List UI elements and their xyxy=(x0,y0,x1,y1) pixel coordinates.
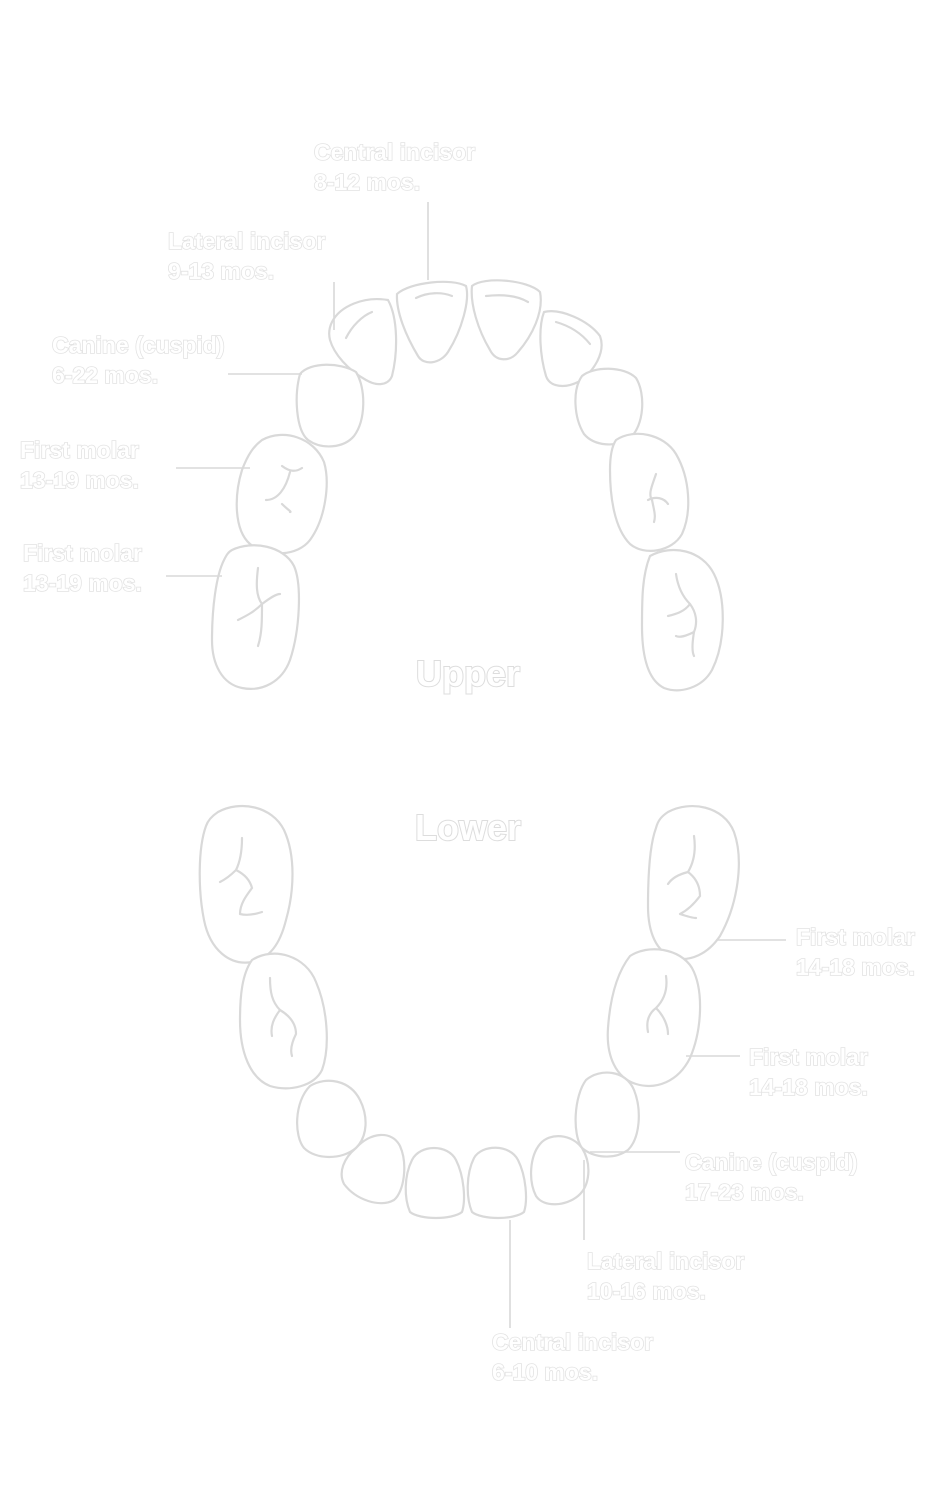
label-upper-canine: Canine (cuspid) 6-22 mos. xyxy=(51,331,225,389)
tooth-name: First molar xyxy=(20,437,139,463)
tooth-name: First molar xyxy=(796,924,915,950)
lower-second-molar-left xyxy=(198,804,294,964)
upper-second-molar-right-groove xyxy=(666,572,698,658)
lower-first-molar-left xyxy=(238,952,328,1090)
upper-lateral-incisor-left xyxy=(328,298,398,386)
lower-second-molar-right-groove xyxy=(666,834,702,920)
upper-second-molar-right xyxy=(640,548,724,692)
tooth-name: Canine (cuspid) xyxy=(52,332,225,358)
tooth-name: Central incisor xyxy=(314,139,475,165)
label-lower-first-molar-1: First molar 14-18 mos. xyxy=(795,923,916,981)
tooth-name: First molar xyxy=(749,1044,868,1070)
label-upper-first-molar-1: First molar 13-19 mos. xyxy=(19,436,140,494)
label-lower-lateral-incisor: Lateral incisor 10-16 mos. xyxy=(586,1247,745,1305)
lower-central-incisor-left xyxy=(404,1146,466,1220)
eruption-age: 13-19 mos. xyxy=(20,467,139,493)
lower-arch xyxy=(198,804,740,1220)
tooth-name: Lateral incisor xyxy=(587,1248,744,1274)
lower-lateral-incisor-right xyxy=(530,1135,590,1206)
lower-second-molar-left-groove xyxy=(218,836,264,916)
upper-central-incisor-left-ridge xyxy=(414,292,454,300)
upper-second-molar-left-groove xyxy=(236,566,282,648)
lower-canine-left xyxy=(296,1079,367,1159)
upper-lateral-incisor-left-ridge xyxy=(344,310,374,340)
lower-second-molar-right xyxy=(646,805,740,961)
eruption-age: 8-12 mos. xyxy=(314,169,420,195)
lower-arch-title: Lower xyxy=(415,807,521,848)
upper-central-incisor-left xyxy=(395,280,469,364)
tooth-name: Central incisor xyxy=(492,1329,653,1355)
leader-lines xyxy=(166,202,786,1328)
upper-lateral-incisor-right-ridge xyxy=(554,320,592,346)
upper-central-incisor-right-ridge xyxy=(484,294,530,304)
label-upper-lateral-incisor: Lateral incisor 9-13 mos. xyxy=(167,227,326,285)
eruption-age: 14-18 mos. xyxy=(749,1074,868,1100)
upper-first-molar-right-groove xyxy=(646,472,670,524)
label-lower-first-molar-2: First molar 14-18 mos. xyxy=(748,1043,869,1101)
eruption-age: 13-19 mos. xyxy=(23,570,142,596)
label-lower-central-incisor: Central incisor 6-10 mos. xyxy=(491,1328,654,1386)
lower-labels: First molar 14-18 mos. First molar 14-18… xyxy=(491,923,916,1386)
lower-canine-right xyxy=(574,1071,640,1158)
label-upper-central-incisor: Central incisor 8-12 mos. xyxy=(313,138,476,196)
lower-first-molar-right xyxy=(606,948,702,1088)
label-lower-canine: Canine (cuspid) 17-23 mos. xyxy=(684,1148,858,1206)
upper-first-molar-right xyxy=(608,432,690,552)
lower-central-incisor-right xyxy=(466,1146,528,1220)
eruption-age: 9-13 mos. xyxy=(168,258,274,284)
upper-second-molar-left xyxy=(210,544,301,690)
upper-labels: Central incisor 8-12 mos. Lateral inciso… xyxy=(19,138,476,597)
upper-arch-title: Upper xyxy=(416,653,520,694)
upper-arch xyxy=(210,279,724,692)
upper-first-molar-left-groove xyxy=(264,464,304,514)
tooth-name: First molar xyxy=(23,540,142,566)
eruption-age: 17-23 mos. xyxy=(685,1179,804,1205)
tooth-name: Canine (cuspid) xyxy=(685,1149,858,1175)
upper-canine-left xyxy=(295,363,365,448)
eruption-age: 6-10 mos. xyxy=(492,1359,598,1385)
lower-lateral-incisor-left xyxy=(340,1133,406,1205)
eruption-age: 14-18 mos. xyxy=(796,954,915,980)
label-upper-first-molar-2: First molar 13-19 mos. xyxy=(22,539,143,597)
tooth-name: Lateral incisor xyxy=(168,228,325,254)
lower-first-molar-right-groove xyxy=(646,974,670,1036)
eruption-age: 10-16 mos. xyxy=(587,1278,706,1304)
upper-central-incisor-right xyxy=(470,279,542,361)
lower-first-molar-left-groove xyxy=(268,976,298,1058)
upper-first-molar-left xyxy=(235,433,328,555)
eruption-age: 6-22 mos. xyxy=(52,362,158,388)
